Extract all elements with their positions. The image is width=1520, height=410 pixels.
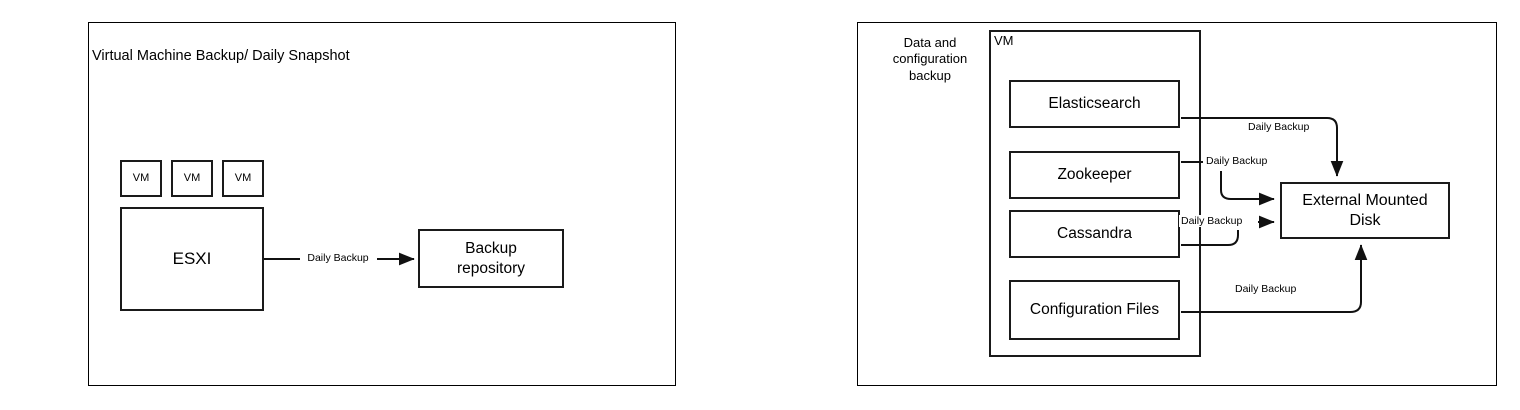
panel-title-virtual-machine-backup: Virtual Machine Backup/ Daily Snapshot — [92, 48, 350, 64]
panel-virtual-machine-backup — [88, 22, 676, 386]
edge-label-zookeeper-to-disk: Daily Backup — [1204, 155, 1270, 167]
node-esxi[interactable]: ESXI — [120, 207, 264, 311]
node-zookeeper[interactable]: Zookeeper — [1009, 151, 1180, 199]
panel-side-label-data-and-configuration-backup: Data and configuration backup — [892, 35, 968, 83]
node-vm-2[interactable]: VM — [171, 160, 213, 197]
node-vm-3[interactable]: VM — [222, 160, 264, 197]
node-label: Configuration Files — [1029, 301, 1160, 319]
node-label: Zookeeper — [1057, 166, 1132, 184]
node-label: VM — [132, 172, 150, 185]
node-label: Backup repository — [456, 240, 526, 277]
node-configuration-files[interactable]: Configuration Files — [1009, 280, 1180, 340]
container-vm-label: VM — [993, 33, 1015, 48]
node-label: External Mounted Disk — [1302, 191, 1428, 229]
node-label: ESXI — [172, 249, 212, 269]
node-vm-1[interactable]: VM — [120, 160, 162, 197]
node-elasticsearch[interactable]: Elasticsearch — [1009, 80, 1180, 128]
node-label: Elasticsearch — [1048, 95, 1141, 113]
edge-label-elasticsearch-to-disk: Daily Backup — [1246, 121, 1312, 133]
container-vm — [989, 30, 1201, 357]
node-label: VM — [234, 172, 252, 185]
node-external-mounted-disk[interactable]: External Mounted Disk — [1280, 182, 1450, 239]
node-label: VM — [183, 172, 201, 185]
node-label: Cassandra — [1057, 225, 1132, 243]
node-backup-repository[interactable]: Backup repository — [418, 229, 564, 288]
edge-label-cassandra-to-disk: Daily Backup — [1179, 215, 1245, 227]
node-cassandra[interactable]: Cassandra — [1009, 210, 1180, 258]
edge-label-esxi-to-repo: Daily Backup — [307, 252, 369, 264]
edge-label-configuration-files-to-disk: Daily Backup — [1233, 283, 1299, 295]
